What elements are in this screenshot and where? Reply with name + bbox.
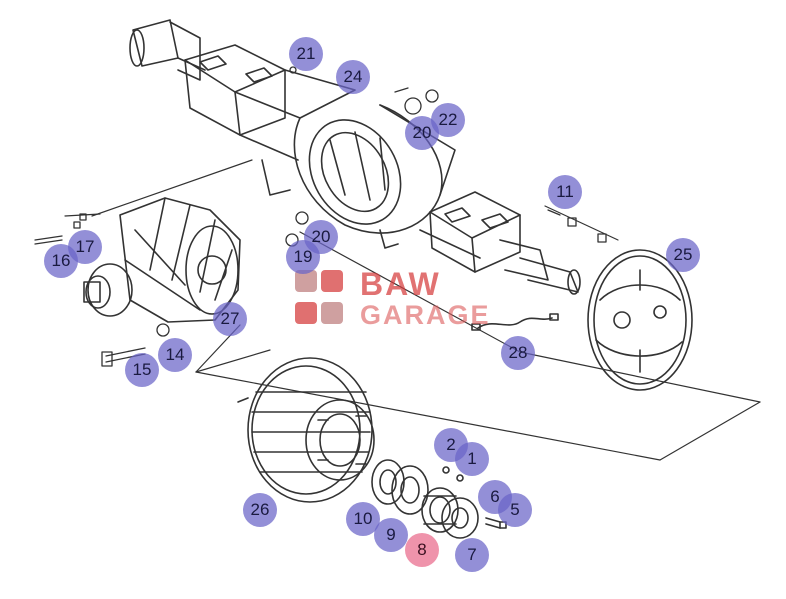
differential-carrier <box>83 197 241 323</box>
baw-garage-watermark: BAW GARAGE <box>295 266 495 334</box>
callout-15[interactable]: 15 <box>125 353 159 387</box>
callout-8-highlighted[interactable]: 8 <box>405 533 439 567</box>
wheel-bearing-assembly <box>371 459 507 539</box>
watermark-line-1: BAW <box>360 266 441 302</box>
callout-19[interactable]: 19 <box>286 240 320 274</box>
callout-11[interactable]: 11 <box>548 175 582 209</box>
callout-5[interactable]: 5 <box>498 493 532 527</box>
watermark-logo-tile-2 <box>321 270 343 292</box>
callout-17[interactable]: 17 <box>68 230 102 264</box>
callout-21[interactable]: 21 <box>289 37 323 71</box>
brake-backing-plate <box>587 249 693 391</box>
callout-22[interactable]: 22 <box>431 103 465 137</box>
brake-drum <box>237 357 375 503</box>
callout-25[interactable]: 25 <box>666 238 700 272</box>
callout-1[interactable]: 1 <box>455 442 489 476</box>
callout-14[interactable]: 14 <box>158 338 192 372</box>
callout-24[interactable]: 24 <box>336 60 370 94</box>
watermark-logo-tile-3 <box>295 302 317 324</box>
watermark-logo-tile-4 <box>321 302 343 324</box>
small-hardware <box>34 66 607 367</box>
callout-7[interactable]: 7 <box>455 538 489 572</box>
callout-9[interactable]: 9 <box>374 518 408 552</box>
abs-sensor-wire <box>471 313 559 331</box>
callout-16[interactable]: 16 <box>44 244 78 278</box>
watermark-logo-tile-1 <box>295 270 317 292</box>
leader-lines <box>64 159 761 461</box>
watermark-line-2: GARAGE <box>360 300 491 330</box>
callout-28[interactable]: 28 <box>501 336 535 370</box>
callout-26[interactable]: 26 <box>243 493 277 527</box>
callout-27[interactable]: 27 <box>213 302 247 336</box>
axle-housing <box>129 19 581 295</box>
